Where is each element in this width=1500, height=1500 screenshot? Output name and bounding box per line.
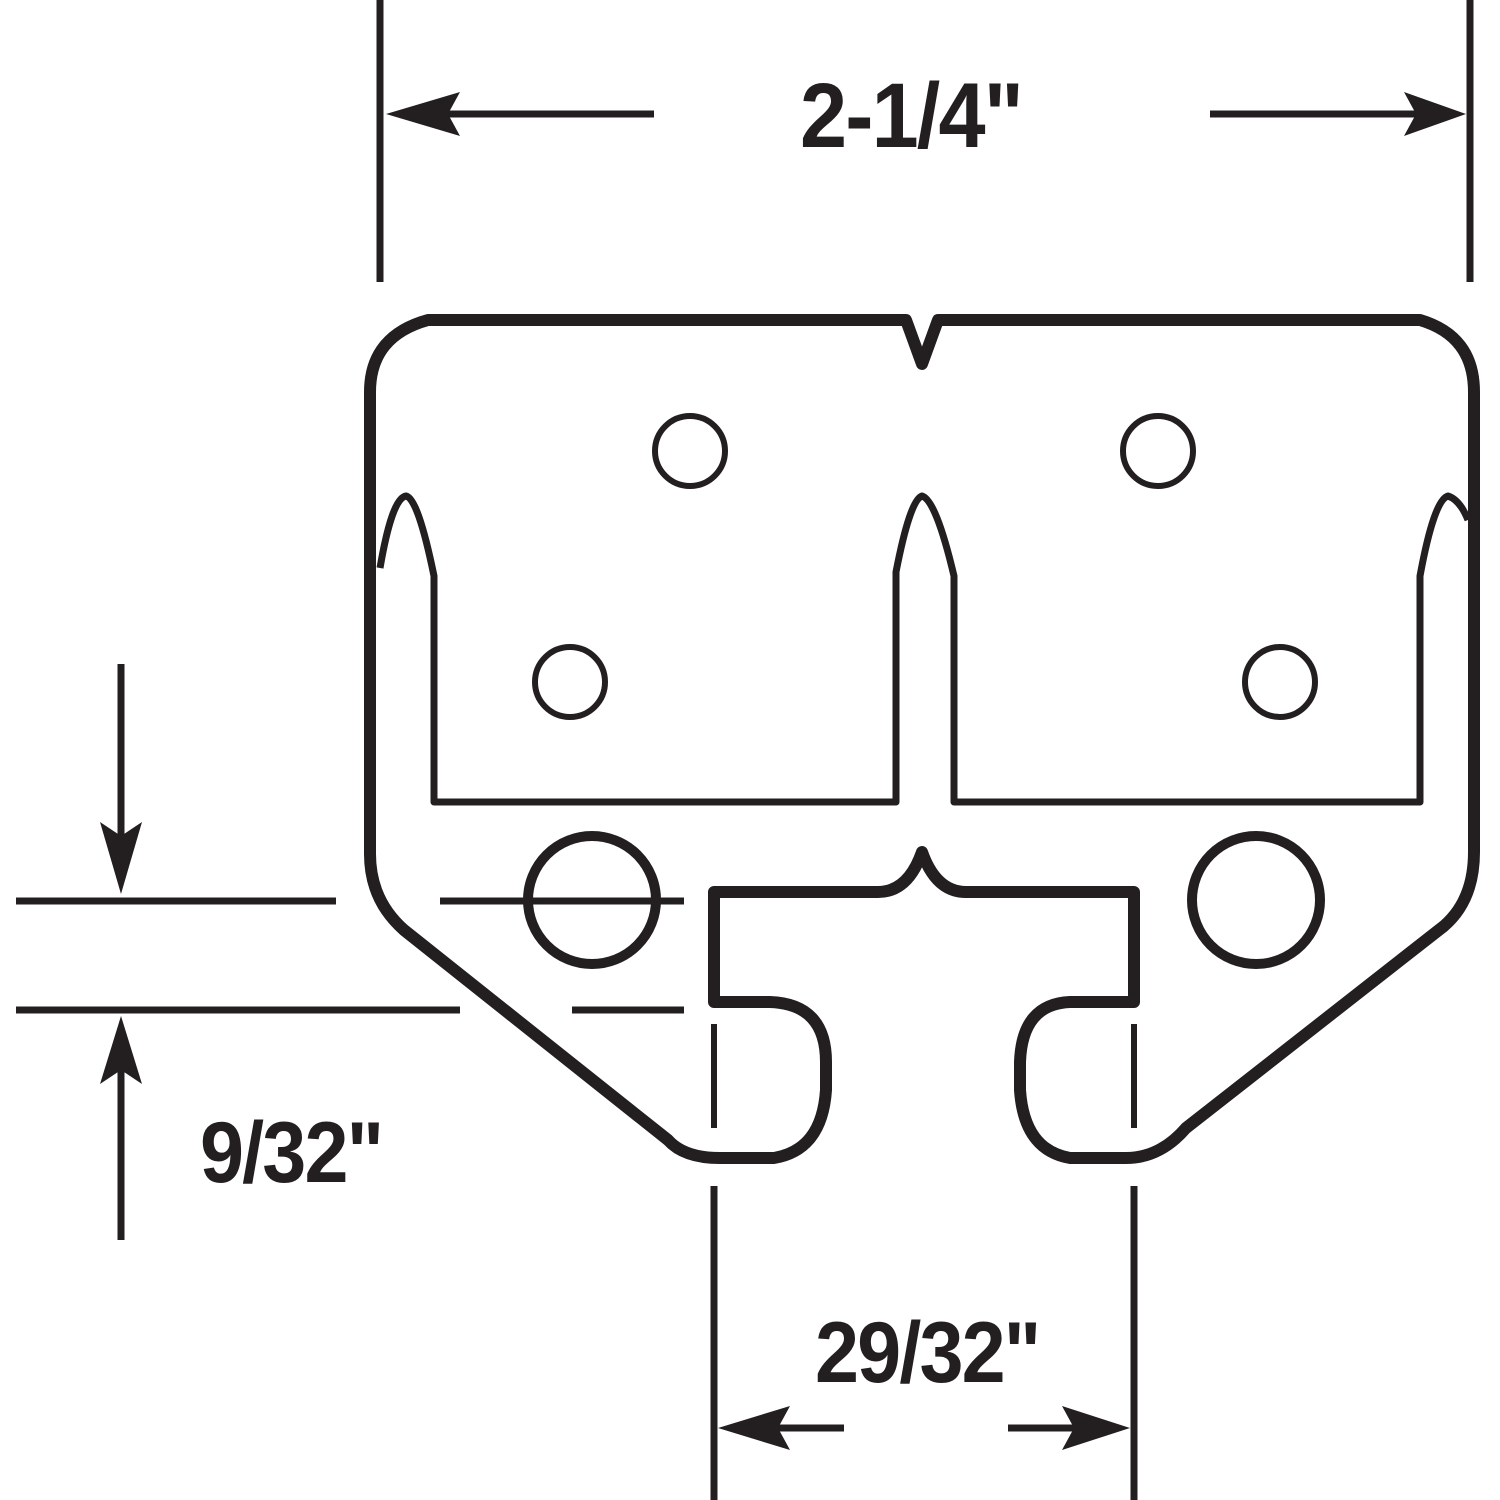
overall-width-label: 2-1/4": [800, 65, 1024, 167]
lower-right-hole-icon: [1242, 644, 1318, 720]
arrow-left-icon: [386, 92, 460, 136]
right-roller-icon: [1187, 831, 1325, 969]
channel-width-label: 29/32": [815, 1305, 1041, 1401]
rail-offset-label: 9/32": [200, 1105, 384, 1201]
arrow-left-icon: [718, 1406, 790, 1450]
arrow-right-icon: [1062, 1406, 1130, 1450]
arrow-right-icon: [1404, 92, 1466, 136]
guide-outer-outline: [364, 314, 1480, 1164]
arrow-down-icon: [100, 822, 142, 894]
upper-right-hole-icon: [1120, 413, 1196, 489]
arrow-up-icon: [100, 1016, 142, 1084]
upper-left-hole-icon: [652, 413, 728, 489]
left-pocket-outline: [376, 492, 1472, 806]
lower-left-hole-icon: [532, 644, 608, 720]
